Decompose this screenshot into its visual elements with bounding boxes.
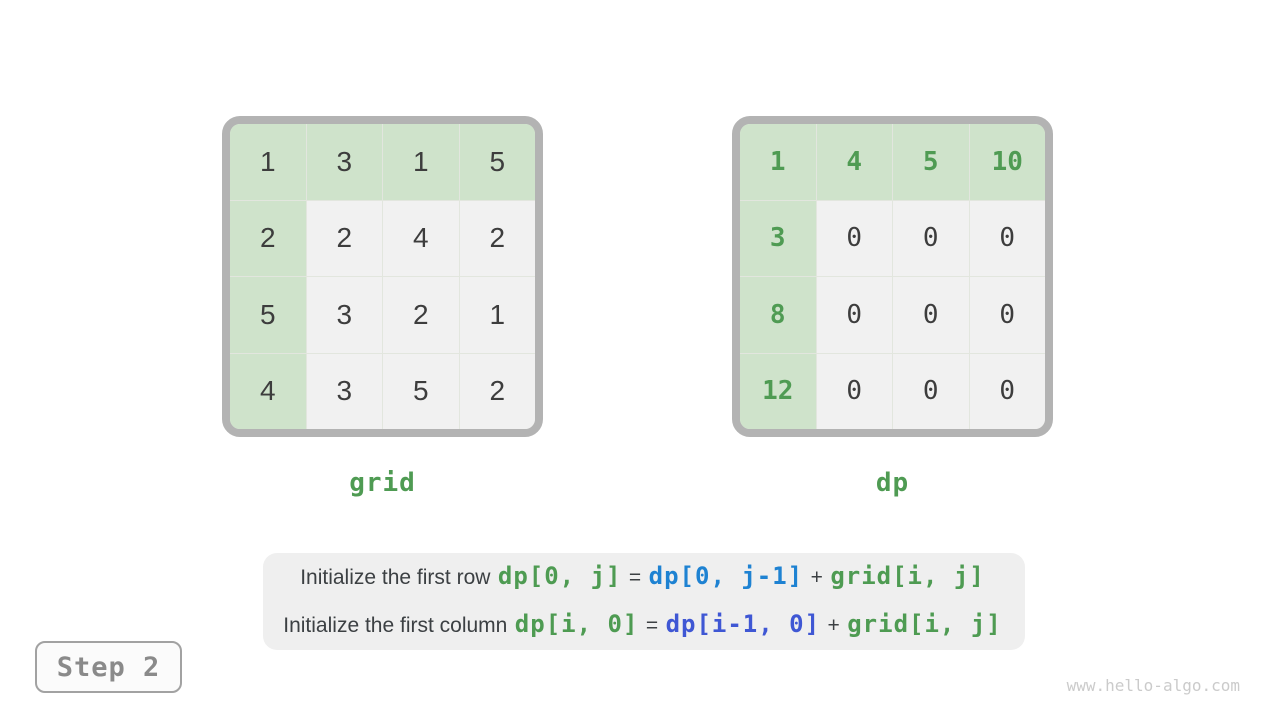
dp-matrix: 1 4 5 10 3 0 0 0 8 0 0 0 12 0 0 0: [732, 116, 1053, 437]
dp-cell: 0: [816, 353, 892, 429]
grid-cell: 3: [306, 277, 382, 353]
code-dp-target: dp[i, 0]: [514, 609, 639, 638]
grid-cell: 5: [383, 353, 459, 429]
dp-matrix-label: dp: [875, 468, 910, 498]
grid-cell: 2: [459, 200, 535, 276]
dp-matrix-cells: 1 4 5 10 3 0 0 0 8 0 0 0 12 0 0 0: [740, 124, 1045, 429]
equals-sign: =: [645, 613, 659, 637]
code-grid-term: grid[i, j]: [847, 609, 1002, 638]
watermark: www.hello-algo.com: [1066, 676, 1240, 695]
dp-cell: 0: [893, 277, 969, 353]
grid-matrix-label: grid: [349, 468, 416, 498]
caption-box: Initialize the first row dp[0, j] = dp[0…: [263, 553, 1025, 650]
code-dp-source: dp[i-1, 0]: [665, 609, 821, 638]
dp-cell: 0: [816, 200, 892, 276]
dp-cell: 0: [969, 353, 1045, 429]
grid-cell: 1: [230, 124, 306, 200]
dp-cell: 1: [740, 124, 816, 200]
dp-cell: 5: [893, 124, 969, 200]
caption-line-first-column: Initialize the first column dp[i, 0] = d…: [263, 602, 1025, 650]
code-dp-target: dp[0, j]: [497, 561, 622, 590]
grid-cell: 2: [383, 277, 459, 353]
grid-cell: 5: [459, 124, 535, 200]
grid-cell: 1: [383, 124, 459, 200]
caption-text: Initialize the first row: [300, 565, 491, 589]
grid-cell: 2: [306, 200, 382, 276]
plus-sign: +: [810, 565, 823, 589]
grid-cell: 4: [230, 353, 306, 429]
grid-cell: 2: [230, 200, 306, 276]
dp-cell: 0: [969, 277, 1045, 353]
dp-cell: 8: [740, 277, 816, 353]
grid-cell: 4: [383, 200, 459, 276]
grid-cell: 3: [306, 124, 382, 200]
dp-cell: 10: [969, 124, 1045, 200]
dp-cell: 0: [893, 353, 969, 429]
code-dp-source: dp[0, j-1]: [648, 561, 804, 590]
grid-cell: 3: [306, 353, 382, 429]
equals-sign: =: [628, 565, 642, 589]
dp-cell: 12: [740, 353, 816, 429]
caption-line-first-row: Initialize the first row dp[0, j] = dp[0…: [263, 554, 1025, 602]
step-badge: Step 2: [35, 641, 182, 693]
caption-text: Initialize the first column: [283, 613, 508, 637]
dp-cell: 0: [893, 200, 969, 276]
dp-cell: 0: [816, 277, 892, 353]
grid-cell: 1: [459, 277, 535, 353]
dp-cell: 4: [816, 124, 892, 200]
dp-cell: 0: [969, 200, 1045, 276]
plus-sign: +: [827, 613, 840, 637]
dp-cell: 3: [740, 200, 816, 276]
grid-matrix-cells: 1 3 1 5 2 2 4 2 5 3 2 1 4 3 5 2: [230, 124, 535, 429]
grid-cell: 2: [459, 353, 535, 429]
grid-matrix: 1 3 1 5 2 2 4 2 5 3 2 1 4 3 5 2: [222, 116, 543, 437]
grid-cell: 5: [230, 277, 306, 353]
code-grid-term: grid[i, j]: [830, 561, 985, 590]
